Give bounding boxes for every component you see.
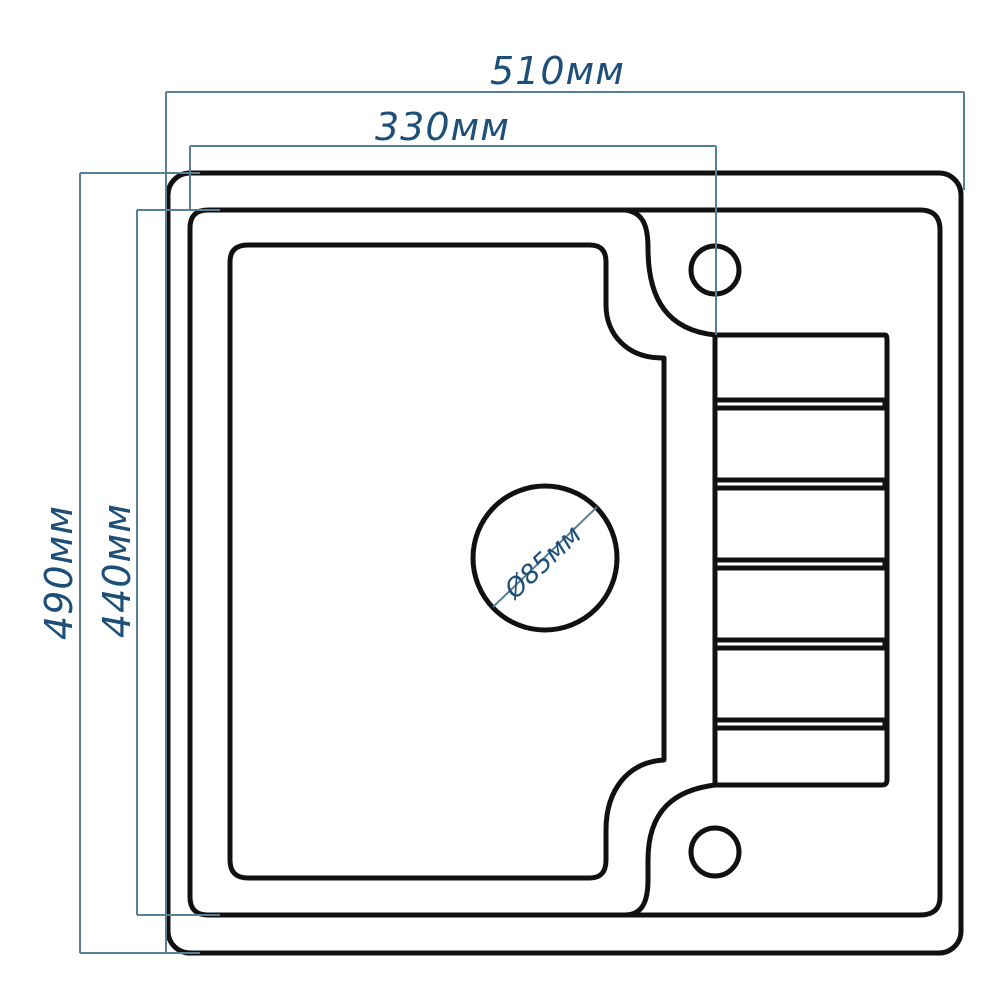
- drainer-area: [712, 335, 888, 785]
- drainer-rib: [712, 717, 888, 731]
- dim-label-width-outer: 510мм: [490, 49, 625, 93]
- sink-bowl: [227, 242, 667, 881]
- sink-inner-contour: [187, 207, 890, 918]
- sink-deck-right-edge: [625, 207, 943, 918]
- drain-hole: [470, 483, 620, 633]
- sink-outer-contour: [165, 170, 964, 956]
- drain-diameter-line: [492, 506, 598, 608]
- dim-label-width-bowl: 330мм: [375, 105, 510, 149]
- faucet-hole-bottom: [688, 825, 742, 879]
- drain-diameter-label: Ø85мм: [499, 520, 588, 606]
- dim-label-height-inner: 440мм: [95, 503, 139, 638]
- drainer-rib: [712, 477, 888, 491]
- drainer-rib: [712, 637, 888, 651]
- dim-label-height-outer: 490мм: [37, 505, 81, 640]
- drainer-rib: [712, 397, 888, 411]
- drainer-rib: [712, 557, 888, 571]
